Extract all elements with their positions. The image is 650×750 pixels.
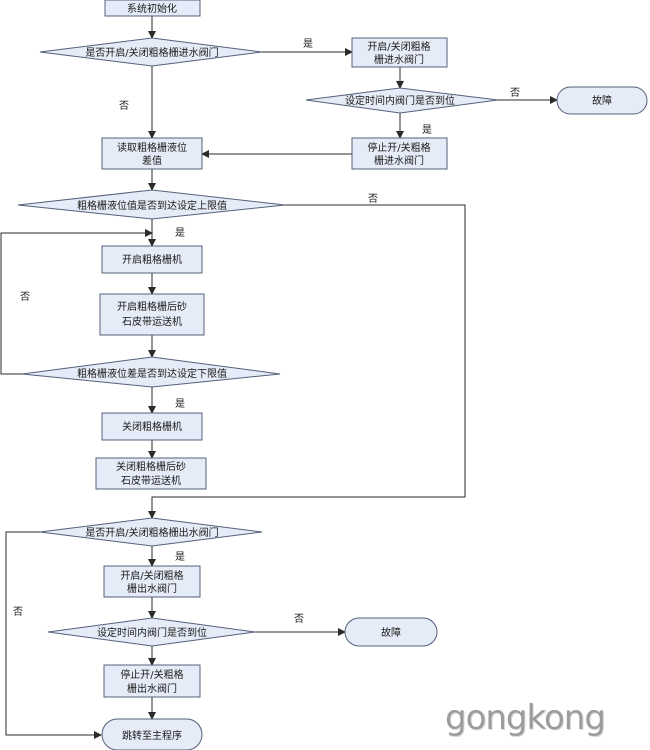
node-init-label: 系统初始化 (127, 2, 177, 15)
edge-q-upper-no (148, 204, 466, 519)
watermark: gongkong (445, 698, 606, 738)
edge-labels: 是 否 否 是 否 是 否 是 是 否 否 (13, 38, 520, 625)
label-no-lower: 否 (20, 291, 30, 303)
edge-q-lower-no (0, 229, 153, 375)
label-no-inlet-time: 否 (510, 87, 520, 99)
node-read-level: 读取粗格栅液位 差值 (101, 137, 203, 170)
decision-outlet-label: 是否开启/关闭粗格栅出水阀门 (85, 526, 218, 539)
node-stop-inlet-line-1: 停止开/关粗格 (367, 141, 430, 154)
node-open-inlet-line-1: 开启/关闭粗格 (367, 40, 430, 53)
label-yes-upper: 是 (175, 227, 185, 239)
node-stop-inlet: 停止开/关粗格 栅进水阀门 (351, 137, 448, 170)
label-yes-inlet-time: 是 (422, 124, 432, 136)
decision-outlet: 是否开启/关闭粗格栅出水阀门 (39, 517, 263, 547)
decision-lower-limit: 粗格栅液位差是否到达设定下限值 (21, 356, 281, 388)
node-start-conveyor: 开启粗格栅后砂 石皮带运送机 (99, 293, 205, 336)
label-yes-outlet: 是 (175, 551, 185, 563)
decision-outlet-time: 设定时间内阀门是否到位 (47, 617, 256, 647)
node-stop-screen: 关闭粗格栅机 (101, 412, 203, 441)
node-fault-1-label: 故障 (592, 94, 612, 107)
node-fault-1: 故障 (556, 86, 648, 115)
decision-inlet-time-label: 设定时间内阀门是否到位 (345, 94, 455, 107)
node-stop-outlet-line-1: 停止开/关粗格 (120, 668, 183, 681)
label-yes-lower: 是 (175, 398, 185, 410)
node-stop-screen-label: 关闭粗格栅机 (122, 420, 182, 433)
node-stop-inlet-line-2: 栅进水阀门 (374, 154, 424, 167)
decision-inlet: 是否开启/关闭粗格栅进水阀门 (39, 37, 263, 67)
node-end-label: 跳转至主程序 (122, 729, 182, 742)
node-open-inlet-line-2: 栅进水阀门 (374, 53, 424, 66)
label-yes-inlet: 是 (303, 38, 313, 50)
node-stop-conveyor-line-1: 关闭粗格栅后砂 (116, 460, 186, 473)
node-open-outlet: 开启/关闭粗格 栅出水阀门 (103, 565, 201, 598)
node-fault-2-label: 故障 (381, 626, 401, 639)
node-fault-2: 故障 (344, 617, 438, 647)
node-init: 系统初始化 (104, 0, 201, 17)
node-start-screen: 开启粗格栅机 (101, 245, 203, 274)
node-stop-outlet-line-2: 栅出水阀门 (127, 682, 177, 695)
node-open-inlet: 开启/关闭粗格 栅进水阀门 (351, 37, 448, 68)
node-stop-conveyor-line-2: 石皮带运送机 (121, 474, 181, 487)
label-no-outlet-time: 否 (294, 613, 304, 625)
node-open-outlet-line-1: 开启/关闭粗格 (120, 569, 183, 582)
node-end: 跳转至主程序 (101, 718, 203, 750)
label-no-inlet: 否 (119, 100, 129, 112)
node-start-conveyor-line-1: 开启粗格栅后砂 (117, 300, 187, 313)
decision-inlet-time: 设定时间内阀门是否到位 (305, 87, 499, 114)
decision-lower-limit-label: 粗格栅液位差是否到达设定下限值 (77, 367, 227, 380)
node-open-outlet-line-2: 栅出水阀门 (127, 582, 177, 595)
decision-inlet-label: 是否开启/关闭粗格栅进水阀门 (85, 46, 218, 59)
node-stop-outlet: 停止开/关粗格 栅出水阀门 (103, 664, 201, 698)
node-start-screen-label: 开启粗格栅机 (122, 253, 182, 266)
node-start-conveyor-line-2: 石皮带运送机 (122, 315, 182, 328)
decision-outlet-time-label: 设定时间内阀门是否到位 (97, 626, 207, 639)
node-read-level-line-1: 读取粗格栅液位 (117, 141, 187, 154)
node-stop-conveyor: 关闭粗格栅后砂 石皮带运送机 (95, 457, 207, 490)
decision-upper-limit-label: 粗格栅液位值是否到达设定上限值 (77, 199, 227, 212)
label-no-outlet: 否 (13, 606, 23, 618)
decision-upper-limit: 粗格栅液位值是否到达设定上限值 (17, 189, 286, 220)
connectors (0, 16, 558, 739)
edge-q-outlet-no (5, 531, 102, 739)
label-no-upper: 否 (368, 193, 378, 205)
node-read-level-line-2: 差值 (142, 154, 162, 167)
